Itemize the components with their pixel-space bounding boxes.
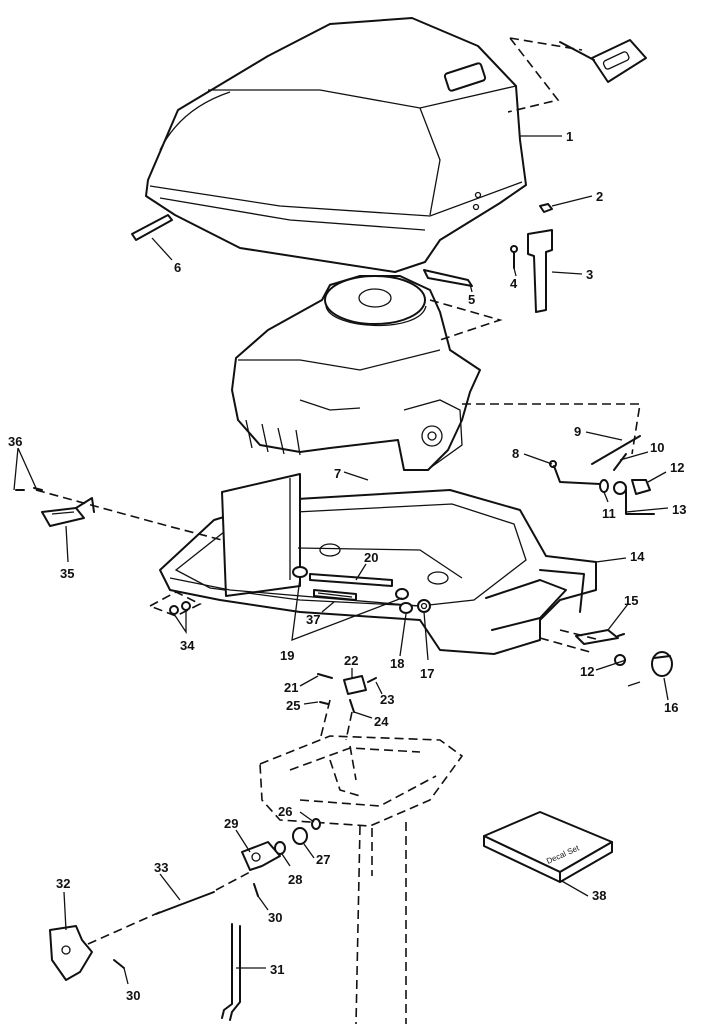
- block-22: [343, 675, 367, 695]
- strip-6: [131, 214, 173, 241]
- callout-30a: 30: [268, 910, 282, 925]
- latch-35: [41, 497, 95, 527]
- nut-12a: [631, 479, 651, 495]
- callout-22: 22: [344, 653, 358, 668]
- engine-assembly: [231, 275, 481, 471]
- rod-33: [155, 891, 215, 915]
- callout-20: 20: [364, 550, 378, 565]
- callout-33: 33: [154, 860, 168, 875]
- knob-13: [613, 481, 655, 515]
- handle-32: [49, 925, 93, 981]
- washer-28: [274, 841, 286, 855]
- callout-30b: 30: [126, 988, 140, 1003]
- callout-17: 17: [420, 666, 434, 681]
- screws-36: [15, 487, 43, 491]
- callout-29: 29: [224, 816, 238, 831]
- callout-1: 1: [566, 129, 573, 144]
- callout-34: 34: [180, 638, 195, 653]
- callout-21: 21: [284, 680, 298, 695]
- callout-36: 36: [8, 434, 22, 449]
- callout-2: 2: [596, 189, 603, 204]
- bolt-15: [575, 629, 625, 645]
- callout-6: 6: [174, 260, 181, 275]
- bolt-19b: [395, 588, 409, 600]
- gasket-5: [423, 269, 473, 287]
- decal-set-box: Decal Set: [483, 811, 613, 883]
- bar-20: [309, 573, 393, 587]
- callout-28: 28: [288, 872, 302, 887]
- callout-5: 5: [468, 292, 475, 307]
- callout-7: 7: [334, 466, 341, 481]
- pin-24: [349, 699, 355, 713]
- bracket-3: [527, 229, 553, 313]
- callout-24: 24: [374, 714, 389, 729]
- pin-10: [613, 453, 627, 471]
- callout-12a: 12: [670, 460, 684, 475]
- leader-lines: [13, 135, 669, 985]
- screw-4: [510, 245, 518, 269]
- pin-30a: [253, 883, 259, 897]
- callout-38: 38: [592, 888, 606, 903]
- callout-10: 10: [650, 440, 664, 455]
- screw-2: [539, 203, 553, 213]
- callout-11: 11: [602, 506, 616, 521]
- screw-21: [317, 673, 333, 679]
- pin-30b: [113, 959, 125, 969]
- callout-labels: 1 2 3 4 5 6 7 8 9 10 11 12 12 13 14 15 1…: [8, 129, 686, 1003]
- spring-31: [221, 923, 241, 1021]
- hood-cover: [145, 17, 527, 273]
- engine-base-pan: [159, 473, 597, 655]
- washer-18: [399, 602, 413, 614]
- bolt-19: [292, 566, 308, 578]
- lever-29: [241, 841, 281, 871]
- spacer-16: [627, 651, 673, 687]
- callout-13: 13: [672, 502, 686, 517]
- callout-35: 35: [60, 566, 74, 581]
- bushing-27: [292, 827, 308, 845]
- callout-3: 3: [586, 267, 593, 282]
- callout-4: 4: [510, 276, 518, 291]
- callout-8: 8: [512, 446, 519, 461]
- callout-31: 31: [270, 962, 284, 977]
- swivel-bracket: [259, 735, 464, 1024]
- rod-8: [549, 460, 601, 485]
- callout-37: 37: [306, 612, 320, 627]
- callout-32: 32: [56, 876, 70, 891]
- spring-9: [591, 435, 641, 465]
- washer-26: [311, 818, 321, 830]
- callout-23: 23: [380, 692, 394, 707]
- clip-25: [319, 701, 329, 705]
- washer-11: [599, 479, 609, 493]
- callout-25: 25: [286, 698, 300, 713]
- callout-15: 15: [624, 593, 638, 608]
- callout-27: 27: [316, 852, 330, 867]
- nut-23: [367, 677, 377, 683]
- callout-14: 14: [630, 549, 645, 564]
- callout-12b: 12: [580, 664, 594, 679]
- nuts-34: [169, 601, 191, 615]
- washer-17: [417, 599, 431, 613]
- plate-37: [313, 589, 357, 601]
- callout-9: 9: [574, 424, 581, 439]
- callout-19: 19: [280, 648, 294, 663]
- callout-26: 26: [278, 804, 292, 819]
- handle-grip: [559, 39, 647, 83]
- callout-18: 18: [390, 656, 404, 671]
- callout-16: 16: [664, 700, 678, 715]
